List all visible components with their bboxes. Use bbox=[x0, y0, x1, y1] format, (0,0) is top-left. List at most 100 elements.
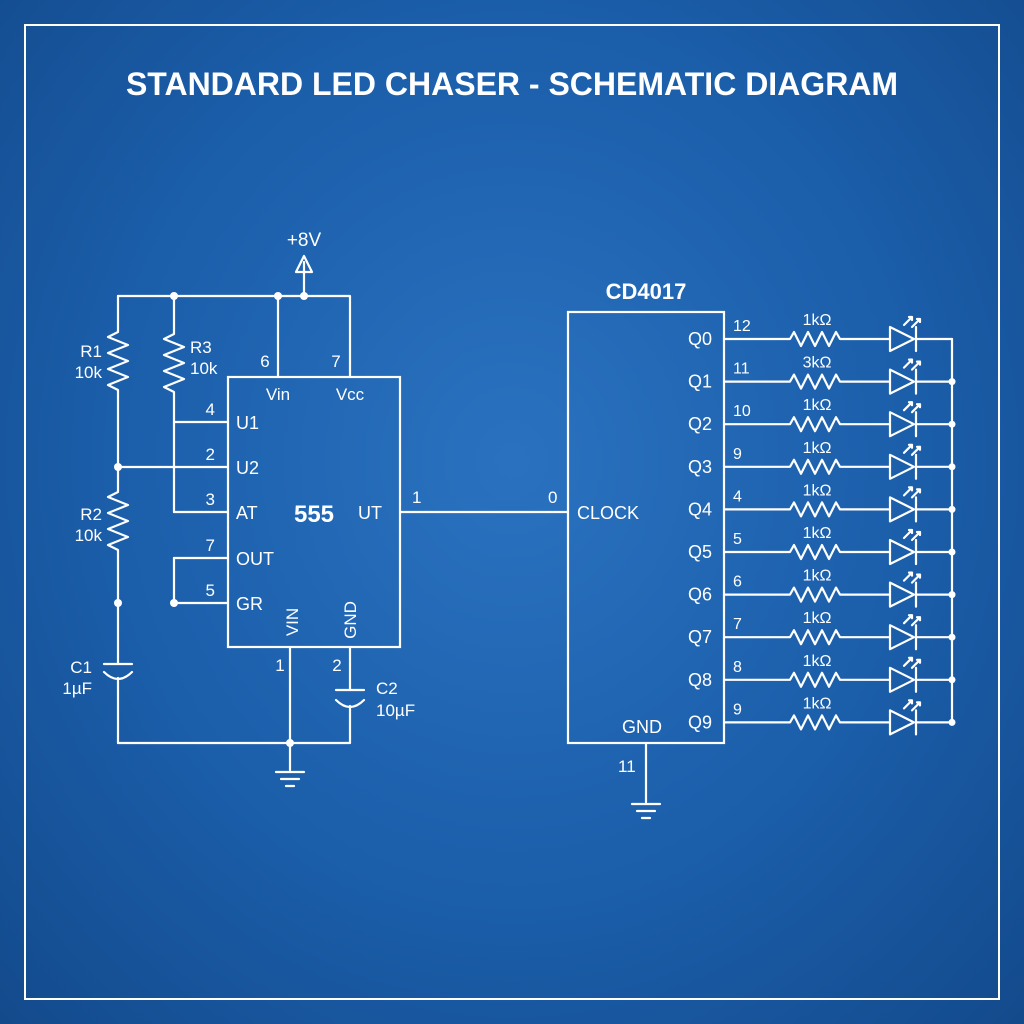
timer-left-pin-wires bbox=[116, 420, 230, 605]
output-label: Q7 bbox=[688, 627, 712, 647]
output-pin-num: 11 bbox=[733, 361, 750, 378]
counter-ground-icon bbox=[630, 741, 662, 820]
timer-pin-num: 6 bbox=[260, 352, 269, 371]
timer-555: 555 4 U1 2 U2 3 AT 7 OUT 5 GR 6 Vin 7 Vc… bbox=[116, 352, 421, 675]
light-emission-icon bbox=[902, 401, 922, 414]
output-pin-num: 10 bbox=[733, 403, 751, 420]
output-pin-num: 7 bbox=[733, 616, 742, 633]
light-emission-icon bbox=[902, 528, 922, 542]
resistor-symbol bbox=[722, 416, 892, 433]
timer-pin-label: VIN bbox=[283, 608, 302, 636]
output-pin-num: 9 bbox=[733, 701, 742, 718]
r1-name: R1 bbox=[80, 342, 102, 361]
r2-name: R2 bbox=[80, 505, 102, 524]
counter-cd4017: CD4017 0 CLOCK GND 11 bbox=[548, 279, 726, 820]
output-pin-num: 12 bbox=[733, 318, 751, 335]
output-row: Q8 8 1kΩ bbox=[688, 653, 956, 693]
output-label: Q2 bbox=[688, 414, 712, 434]
supply-wires bbox=[116, 294, 352, 379]
r2-resistor bbox=[106, 465, 130, 605]
c1-value: 1µF bbox=[62, 679, 92, 698]
resistor-value: 1kΩ bbox=[803, 312, 832, 329]
output-row: Q0 12 1kΩ bbox=[688, 312, 954, 353]
light-emission-icon bbox=[902, 486, 922, 499]
timer-pin-num: 2 bbox=[332, 656, 341, 675]
output-pin-num: 8 bbox=[733, 659, 742, 676]
c1-name: C1 bbox=[70, 658, 92, 677]
resistor-symbol bbox=[722, 671, 892, 688]
resistor-symbol bbox=[722, 501, 892, 518]
timer-out-num: 1 bbox=[412, 488, 421, 507]
light-emission-icon bbox=[902, 358, 922, 371]
light-emission-icon bbox=[902, 614, 922, 627]
timer-pin-num: 1 bbox=[275, 656, 284, 675]
r3-resistor bbox=[162, 294, 186, 514]
diagram-title: STANDARD LED CHASER - SCHEMATIC DIAGRAM bbox=[126, 66, 898, 102]
timer-pin-label: AT bbox=[236, 503, 258, 523]
resistor-symbol bbox=[722, 543, 892, 561]
timer-pin-num: 2 bbox=[206, 445, 215, 464]
led-icon bbox=[888, 624, 954, 651]
r2-value: 10k bbox=[75, 526, 103, 545]
timer-pin-num: 4 bbox=[206, 400, 215, 419]
ground-rail bbox=[116, 645, 366, 772]
resistor-value: 1kΩ bbox=[803, 568, 832, 585]
light-emission-icon bbox=[902, 443, 922, 456]
output-label: Q9 bbox=[688, 712, 712, 732]
resistor-symbol bbox=[722, 330, 892, 348]
output-pin-num: 4 bbox=[733, 488, 742, 505]
resistor-symbol bbox=[722, 586, 892, 603]
gnd-pin-num: 11 bbox=[618, 757, 636, 776]
output-row: Q6 6 1kΩ bbox=[688, 568, 956, 608]
r3-value: 10k bbox=[190, 359, 218, 378]
light-emission-icon bbox=[902, 699, 922, 712]
counter-name: CD4017 bbox=[606, 279, 687, 304]
output-label: Q6 bbox=[688, 585, 712, 605]
led-icon bbox=[888, 538, 954, 566]
light-emission-icon bbox=[902, 656, 922, 669]
light-emission-icon bbox=[902, 571, 922, 584]
output-pin-num: 6 bbox=[733, 574, 742, 591]
resistor-symbol bbox=[722, 714, 892, 731]
output-label: Q4 bbox=[688, 499, 712, 519]
resistor-value: 1kΩ bbox=[803, 482, 832, 499]
c2-value: 10µF bbox=[376, 701, 415, 720]
r1-resistor bbox=[106, 294, 130, 469]
output-label: Q8 bbox=[688, 670, 712, 690]
output-label: Q5 bbox=[688, 542, 712, 562]
resistor-value: 1kΩ bbox=[803, 653, 832, 670]
output-label: Q1 bbox=[688, 372, 712, 392]
c1-capacitor bbox=[102, 601, 134, 745]
gnd-pin-label: GND bbox=[622, 717, 662, 737]
resistor-value: 1kΩ bbox=[803, 397, 832, 414]
output-row: Q2 10 1kΩ bbox=[688, 397, 956, 438]
resistor-value: 1kΩ bbox=[803, 440, 832, 457]
output-label: Q3 bbox=[688, 457, 712, 477]
resistor-value: 1kΩ bbox=[803, 525, 832, 542]
c2-name: C2 bbox=[376, 679, 398, 698]
r3-name: R3 bbox=[190, 338, 212, 357]
led-icon bbox=[888, 496, 954, 523]
timer-pin-num: 7 bbox=[331, 352, 340, 371]
output-pin-num: 5 bbox=[733, 531, 742, 548]
resistor-symbol bbox=[722, 373, 892, 390]
frame-border bbox=[24, 24, 1000, 1000]
led-icon bbox=[888, 411, 954, 438]
timer-pin-label: Vcc bbox=[336, 385, 365, 404]
timer-pin-label: Vin bbox=[266, 385, 290, 404]
resistor-symbol bbox=[722, 629, 892, 646]
timer-pin-num: 3 bbox=[206, 490, 215, 509]
resistor-value: 3kΩ bbox=[803, 355, 832, 372]
clock-pin-label: CLOCK bbox=[577, 503, 639, 523]
led-icon bbox=[888, 453, 954, 480]
light-emission-icon bbox=[902, 315, 922, 329]
timer-pin-label: OUT bbox=[236, 549, 274, 569]
supply-rail: +8V bbox=[116, 230, 352, 379]
output-label: Q0 bbox=[688, 329, 712, 349]
output-row: Q1 11 3kΩ bbox=[688, 355, 956, 395]
